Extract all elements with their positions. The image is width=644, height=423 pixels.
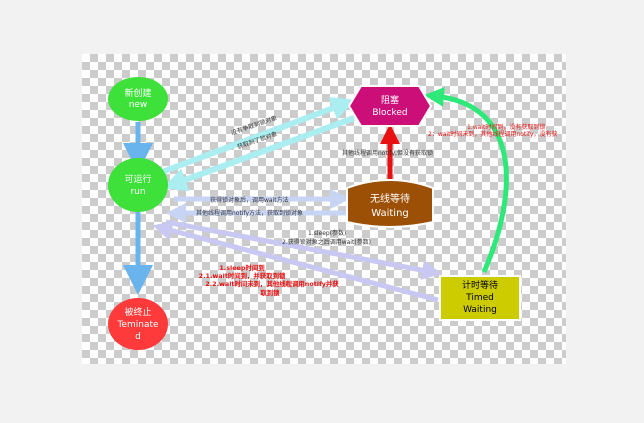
edge-blocked-to-run	[162, 115, 356, 192]
node-waiting-sublabel: Waiting	[371, 208, 409, 219]
node-run: 可运行 run	[108, 158, 168, 212]
node-new-label: 新创建	[124, 87, 151, 99]
label-run-to-timed-1: 1.sleep(参数)	[308, 229, 346, 237]
node-new-sublabel: new	[129, 100, 148, 110]
edge-timed-to-run	[152, 220, 439, 303]
label-timed-to-blocked-1: 1.wait时间到，没有获取到锁	[467, 123, 545, 131]
node-blocked: 阻塞 Blocked	[347, 85, 433, 127]
label-timed-to-run-1: 1.sleep时间到	[219, 263, 264, 272]
node-waiting-label: 无线等待	[370, 192, 410, 205]
label-timed-to-run-3: 2.2.wait时间未到，其他线程调用notify并获	[205, 279, 339, 288]
label-run-to-timed-2: 2.获得锁对象之后调用wait(参数)	[282, 238, 371, 246]
node-timed-label: 计时等待	[462, 279, 498, 291]
edge-run-to-timed	[165, 219, 442, 280]
label-waiting-to-blocked: 其他线程调用notify,但没有获取锁	[342, 149, 433, 157]
node-blocked-sublabel: Blocked	[372, 108, 407, 118]
node-run-label: 可运行	[124, 173, 151, 185]
node-terminated-sublabel: Teminate	[116, 320, 159, 330]
label-timed-to-run-2: 2.1.wait时间到，并获取到锁	[199, 271, 286, 280]
node-new: 新创建 new	[108, 77, 168, 121]
node-terminated: 被终止 Teminate d	[108, 298, 168, 350]
edge-timed-to-blocked	[424, 86, 509, 273]
node-waiting: 无线等待 Waiting	[346, 179, 434, 228]
label-timed-to-run-4: 取到锁	[260, 288, 280, 297]
node-blocked-label: 阻塞	[381, 94, 399, 106]
node-terminated-sublabel2: d	[135, 332, 141, 342]
label-timed-to-blocked-2: 2：wait时间未到，其他线程调用notify，没有获	[428, 130, 557, 138]
label-run-to-waiting: 获得锁对象后，调用wait方法	[210, 196, 289, 204]
label-waiting-to-run: 其他线程调用notify方法，获取到锁对象	[196, 209, 303, 217]
edge-run-to-blocked	[160, 96, 356, 175]
node-timed: 计时等待 Timed Waiting	[439, 275, 521, 321]
node-timed-sublabel2: Waiting	[463, 305, 497, 315]
node-run-sublabel: run	[130, 187, 145, 197]
diagram-canvas: 没有争取到锁对象 获取到了锁对象 其他线程调用notify,但没有获取锁 获得锁…	[82, 54, 566, 364]
node-timed-sublabel: Timed	[465, 293, 494, 303]
node-terminated-label: 被终止	[124, 306, 151, 318]
state-diagram: 没有争取到锁对象 获取到了锁对象 其他线程调用notify,但没有获取锁 获得锁…	[108, 77, 557, 350]
